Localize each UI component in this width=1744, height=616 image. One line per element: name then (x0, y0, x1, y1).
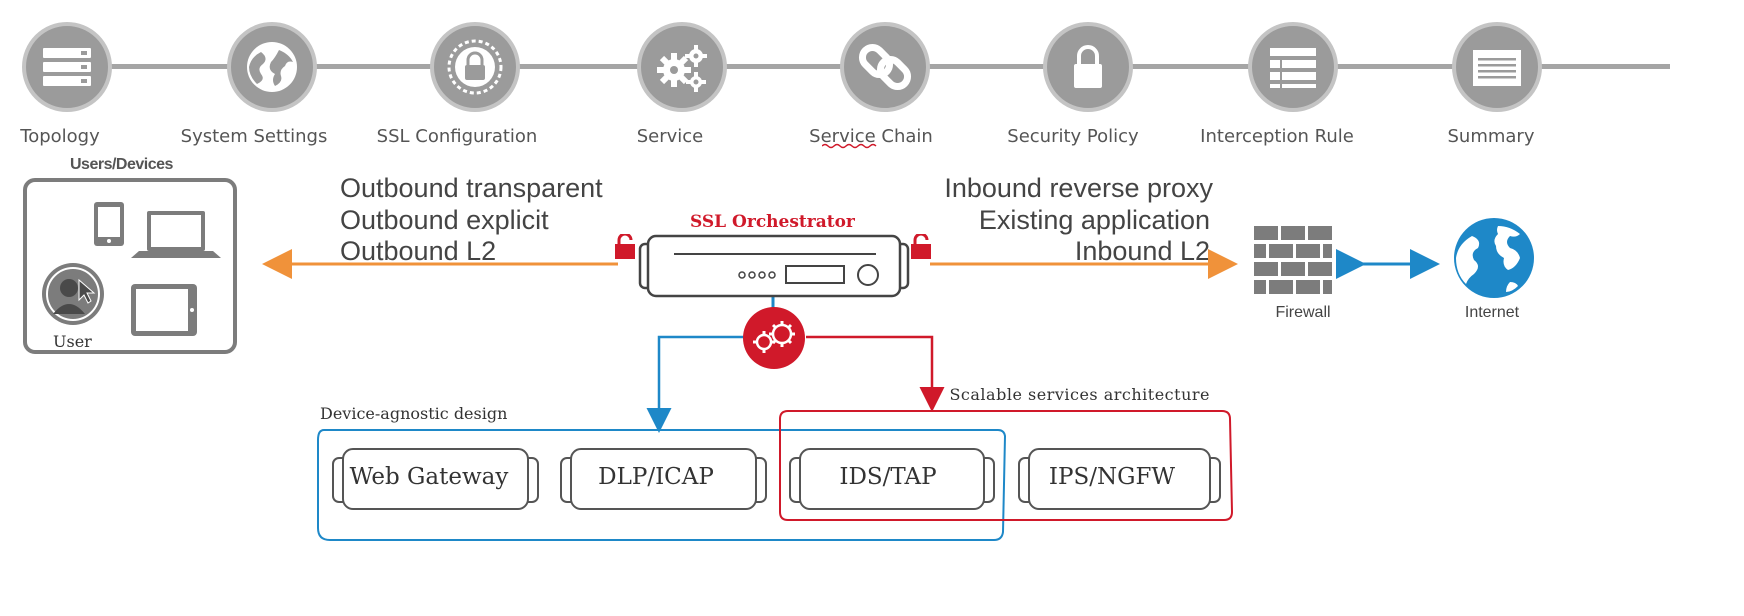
inbound-mode-reverse-proxy: Inbound reverse proxy (944, 173, 1213, 203)
list-icon (1248, 22, 1338, 112)
red-chain-arrow (806, 335, 945, 412)
user-icon (42, 263, 104, 325)
users-devices-title: Users/Devices (70, 156, 173, 173)
orchestrator-appliance-icon[interactable] (638, 234, 910, 298)
scalable-services-caption: Scalable services architecture (949, 385, 1210, 404)
service-label-dlp-icap: DLP/ICAP (598, 464, 714, 490)
scalable-services-outline (779, 410, 1234, 521)
lock-badge-icon (430, 22, 520, 112)
document-icon (1452, 22, 1542, 112)
firewall-icon (1254, 226, 1332, 294)
chain-link-icon (840, 22, 930, 112)
lock-icon-outbound (615, 234, 635, 259)
user-label: User (53, 332, 92, 351)
step-label: Security Policy (1007, 126, 1139, 147)
tablet-icon (131, 284, 197, 336)
step-label: Interception Rule (1200, 126, 1354, 147)
step-label: Service Chain (809, 126, 933, 147)
service-box-ips-ngfw (1018, 448, 1221, 510)
step-label: Topology (20, 126, 100, 147)
server-stack-icon (22, 22, 112, 112)
step-label: Service (636, 126, 704, 147)
laptop-icon (131, 211, 221, 258)
spellcheck-underline (822, 143, 877, 149)
internet-label: Internet (1464, 304, 1520, 321)
step-label: SSL Configuration (376, 126, 538, 147)
service-box-dlp-icap (560, 448, 767, 510)
phone-icon (94, 202, 124, 246)
internet-globe-icon (1454, 218, 1534, 298)
service-label-web-gateway: Web Gateway (349, 464, 509, 490)
users-devices-panel (23, 178, 237, 354)
user-devices-icons (42, 202, 221, 336)
orchestrator-label: SSL Orchestrator (690, 212, 855, 232)
device-agnostic-outline (317, 429, 1007, 541)
step-label: System Settings (180, 126, 328, 147)
service-box-web-gateway (332, 448, 539, 510)
inbound-mode-existing-app: Existing application (978, 205, 1210, 235)
service-label-ids-tap: IDS/TAP (839, 464, 937, 490)
service-chain-gears-icon (743, 307, 805, 369)
gears-icon (637, 22, 727, 112)
lock-icon-inbound (911, 234, 931, 259)
step-label: Summary (1447, 126, 1535, 147)
blue-chain-arrow (646, 335, 744, 433)
firewall-label: Firewall (1275, 304, 1331, 321)
service-box-ids-tap (789, 448, 995, 510)
padlock-icon (1043, 22, 1133, 112)
service-label-ips-ngfw: IPS/NGFW (1048, 464, 1176, 490)
globe-icon (227, 22, 317, 112)
outbound-mode-transparent: Outbound transparent (340, 173, 603, 203)
outbound-mode-explicit: Outbound explicit (340, 205, 549, 235)
inbound-mode-l2: Inbound L2 (1074, 236, 1210, 266)
device-agnostic-caption: Device-agnostic design (320, 404, 508, 423)
outbound-mode-l2: Outbound L2 (340, 236, 497, 266)
